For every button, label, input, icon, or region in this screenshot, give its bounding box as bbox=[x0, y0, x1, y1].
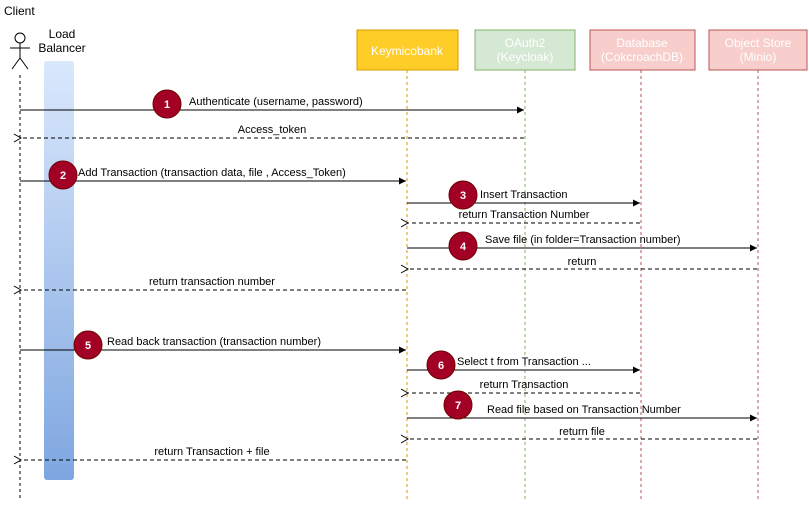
read-back-label: Read back transaction (transaction numbe… bbox=[107, 336, 321, 348]
step-number-5: 5 bbox=[85, 340, 91, 352]
step-badge-6: 6 bbox=[426, 350, 456, 380]
add-transaction-label: Add Transaction (transaction data, file … bbox=[78, 167, 346, 179]
step-number-2: 2 bbox=[60, 170, 66, 182]
object-store-label-line2: (Minio) bbox=[740, 50, 777, 64]
authenticate-label: Authenticate (username, password) bbox=[189, 96, 363, 108]
keymicobank-label: Keymicobank bbox=[371, 44, 444, 58]
load-balancer-label-line1: Load bbox=[49, 27, 76, 41]
oauth2-label-line2: (Keycloak) bbox=[497, 50, 554, 64]
step-number-6: 6 bbox=[438, 360, 444, 372]
database-label-line1: Database bbox=[616, 36, 668, 50]
load-balancer-label-line2: Balancer bbox=[38, 41, 85, 55]
database-label-line2: (CokcroachDB) bbox=[601, 50, 683, 64]
select-label: Select t from Transaction ... bbox=[457, 356, 591, 368]
step-badge-4: 4 bbox=[448, 231, 478, 261]
return-transaction-file-label: return Transaction + file bbox=[154, 446, 269, 458]
insert-transaction-label: Insert Transaction bbox=[480, 189, 567, 201]
return-transaction-label: return Transaction bbox=[480, 379, 569, 391]
step-badge-7: 7 bbox=[443, 390, 473, 420]
step-badge-2: 2 bbox=[48, 160, 78, 190]
step-badge-1: 1 bbox=[152, 89, 182, 119]
step-badge-5: 5 bbox=[73, 330, 103, 360]
return-file-label: return file bbox=[559, 426, 605, 438]
load-balancer-bar bbox=[44, 61, 74, 480]
save-file-return-label: return bbox=[568, 256, 597, 268]
keymicobank-box bbox=[356, 29, 459, 71]
save-file-label: Save file (in folder=Transaction number) bbox=[485, 234, 681, 246]
step-number-4: 4 bbox=[460, 241, 467, 253]
step-number-3: 3 bbox=[460, 190, 466, 202]
step-badge-3: 3 bbox=[448, 180, 478, 210]
step-number-1: 1 bbox=[164, 99, 170, 111]
access-token-label: Access_token bbox=[238, 124, 306, 136]
object-store-label-line1: Object Store bbox=[725, 36, 792, 50]
client-actor-icon bbox=[10, 32, 30, 70]
return-transaction-number-label: return Transaction Number bbox=[459, 209, 590, 221]
oauth2-label-line1: OAuth2 bbox=[505, 36, 546, 50]
database-box bbox=[589, 29, 696, 71]
client-title: Client bbox=[4, 4, 35, 18]
return-to-client-label: return transaction number bbox=[149, 276, 275, 288]
read-file-label: Read file based on Transaction Number bbox=[487, 404, 681, 416]
object-store-box bbox=[708, 29, 808, 71]
step-number-7: 7 bbox=[455, 400, 461, 412]
